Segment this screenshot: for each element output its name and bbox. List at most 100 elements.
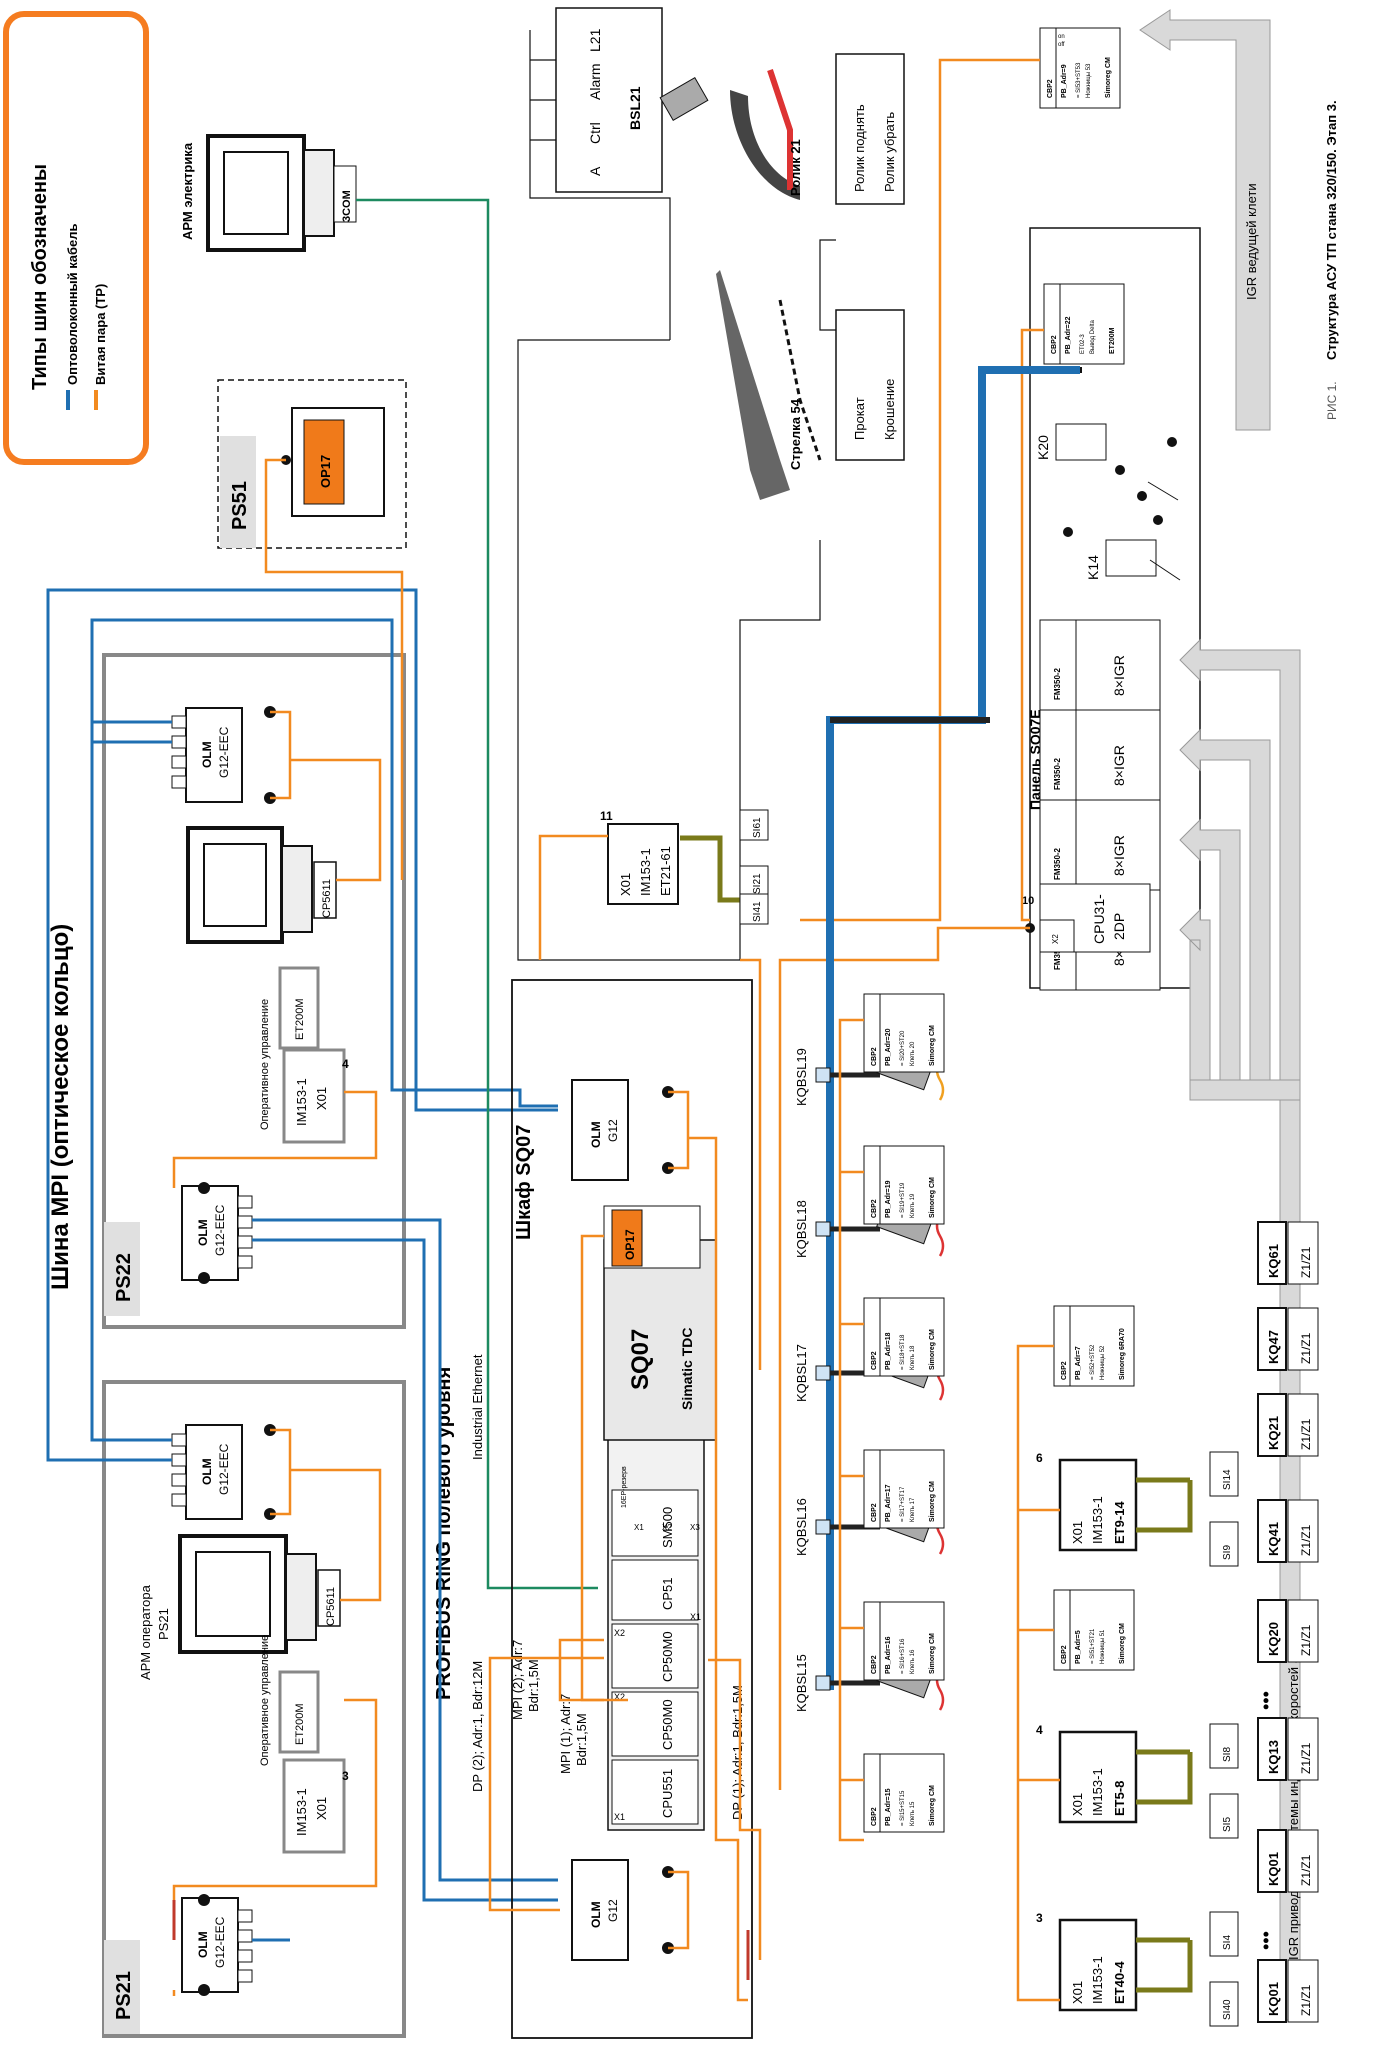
svg-text:Simoreg CM: Simoreg CM (1119, 1623, 1126, 1664)
svg-text:АРМ электрика: АРМ электрика (180, 142, 195, 240)
svg-text:CBP2: CBP2 (871, 1655, 878, 1674)
cbp-adr19: CBP2PB_Adr=19= SI19+ST19Клеть 19Simoreg … (864, 1146, 944, 1224)
svg-text:PB_Adr=9: PB_Adr=9 (1061, 64, 1068, 98)
cp5611-ps21: CP5611 (325, 1587, 337, 1626)
ps21-station: PS21 АРМ оператора PS21 CP5611 Оперативн… (104, 1382, 404, 2036)
svg-text:X01: X01 (1070, 1521, 1085, 1544)
svg-text:Ролик убрать: Ролик убрать (882, 112, 897, 192)
svg-text:Simoreg CM: Simoreg CM (929, 1329, 936, 1370)
kqbsl-18: KQBSL18 (794, 1200, 830, 1258)
kq01-a: KQ01Z1/Z1 (1258, 1830, 1318, 1892)
svg-text:K20: K20 (1035, 435, 1051, 460)
rolik21-block: Ролик 21 Ролик поднять Ролик убрать (730, 54, 904, 204)
im-et9-14: 6X01IM153-1ET9-14SI14SI9 (1036, 1451, 1238, 1566)
svg-text:KQBSL16: KQBSL16 (794, 1498, 809, 1556)
svg-text:KQBSL19: KQBSL19 (794, 1048, 809, 1106)
svg-text:IM153-1: IM153-1 (638, 848, 653, 896)
et200m-ps21: ET200M (294, 1703, 306, 1745)
svg-text:L21: L21 (587, 28, 603, 52)
kqbsl-16: KQBSL16 (794, 1498, 830, 1556)
svg-text:OLM: OLM (589, 1901, 603, 1928)
svg-text:OLM: OLM (589, 1121, 603, 1148)
legend-twisted: Витая пара (ТР) (93, 284, 108, 385)
svg-text:G12-EEC: G12-EEC (217, 1443, 231, 1495)
cbp-adr20: CBP2PB_Adr=20= SI20+ST20Клеть 20Simoreg … (864, 994, 944, 1072)
svg-text:SI5: SI5 (1222, 1817, 1233, 1832)
simatic-label: Simatic TDC (679, 1328, 695, 1410)
svg-text:OLM: OLM (196, 1219, 210, 1246)
svg-text:Simoreg CM: Simoreg CM (1105, 57, 1112, 98)
operator-pc (286, 1554, 316, 1640)
svg-text:X1: X1 (634, 1523, 644, 1532)
svg-text:PB_Adr=17: PB_Adr=17 (885, 1484, 892, 1522)
svg-text:IM153-1: IM153-1 (1090, 1956, 1105, 2004)
svg-text:PB_Adr=19: PB_Adr=19 (885, 1180, 892, 1218)
svg-text:Z1/Z1: Z1/Z1 (1299, 1524, 1313, 1556)
svg-text:KQ41: KQ41 (1266, 1522, 1281, 1556)
svg-text:on: on (1058, 34, 1065, 40)
svg-text:X3: X3 (690, 1523, 700, 1532)
svg-text:8×IGR: 8×IGR (1111, 745, 1127, 786)
svg-text:Ctrl: Ctrl (587, 122, 603, 144)
arm-operator-ps: PS21 (156, 1608, 171, 1640)
svg-text:4: 4 (342, 1057, 349, 1071)
olm-ps21: OLM G12-EEC (182, 1894, 238, 1996)
dp1-label: DP (1); Adr:1, Bdr:1,5M (730, 1685, 745, 1820)
svg-text:6: 6 (1036, 1451, 1043, 1465)
module-cp50m0-b: CP50M0 (660, 1631, 675, 1682)
legend: Типы шин обозначены Оптоволоконный кабел… (6, 14, 146, 462)
svg-text:SI21: SI21 (752, 873, 763, 894)
module-cpu551: CPU551 (660, 1769, 675, 1818)
legend-title: Типы шин обозначены (29, 164, 51, 390)
svg-text:G12-EEC: G12-EEC (217, 726, 231, 778)
svg-text:SI40: SI40 (1222, 1999, 1233, 2020)
svg-text:FM350-2: FM350-2 (1053, 757, 1062, 790)
svg-text:KQ01: KQ01 (1266, 1852, 1281, 1886)
svg-text:11: 11 (600, 809, 613, 823)
svg-text:PB_Adr=18: PB_Adr=18 (885, 1332, 892, 1370)
svg-text:Ножницы 51: Ножницы 51 (1100, 1629, 1106, 1664)
svg-text:Клеть 20: Клеть 20 (910, 1041, 916, 1066)
svg-text:X01: X01 (314, 1087, 329, 1110)
ps22-label: PS22 (113, 1253, 135, 1302)
svg-text:Simoreg CM: Simoreg CM (929, 1633, 936, 1674)
svg-text:Стрелка 54: Стрелка 54 (788, 398, 803, 470)
igr-bus-label: IGR приводов подсистемы индикации скорос… (1286, 1621, 1301, 1960)
svg-text:Alarm: Alarm (587, 63, 603, 100)
oper-upr-ps21: Оперативное управление (259, 1635, 271, 1766)
svg-text:Z1/Z1: Z1/Z1 (1299, 1742, 1313, 1774)
cp5611-ps22: CP5611 (321, 879, 333, 918)
svg-text:= SI19+ST19: = SI19+ST19 (900, 1182, 906, 1218)
svg-text:Клеть 19: Клеть 19 (910, 1193, 916, 1218)
svg-text:PB_Adr=7: PB_Adr=7 (1075, 1346, 1082, 1380)
svg-text:Z1/Z1: Z1/Z1 (1299, 1246, 1313, 1278)
olm-ps22-upper: OLM G12-EEC (186, 706, 276, 804)
cbp-adr18: CBP2PB_Adr=18= SI18+ST18Клеть 18Simoreg … (864, 1298, 944, 1376)
svg-text:Simoreg CM: Simoreg CM (929, 1785, 936, 1826)
svg-text:Z1/Z1: Z1/Z1 (1299, 1984, 1313, 2016)
svg-text:ET40-4: ET40-4 (1112, 1961, 1127, 2004)
svg-text:CBP2: CBP2 (871, 1199, 878, 1218)
profibus-title: PROFIBUS RING полевого уровня (433, 1367, 455, 1700)
svg-text:SI41: SI41 (752, 901, 763, 922)
svg-text:K14: K14 (1085, 555, 1101, 580)
svg-text:X1: X1 (690, 1612, 701, 1622)
svg-text:ET200M: ET200M (1109, 327, 1116, 354)
svg-text:CBP2: CBP2 (1061, 1645, 1068, 1664)
ps22-station: PS22 CP5611 Оперативное управление ET200… (104, 655, 404, 1327)
svg-text:Клеть 17: Клеть 17 (910, 1497, 916, 1522)
svg-text:KQ13: KQ13 (1266, 1740, 1281, 1774)
im-et5-8: 4X01IM153-1ET5-8SI8SI5 (1036, 1723, 1238, 1838)
svg-text:FM350-2: FM350-2 (1053, 847, 1062, 880)
svg-text:SI9: SI9 (1222, 1545, 1233, 1560)
svg-text:X01: X01 (1070, 1793, 1085, 1816)
svg-text:Ролик 21: Ролик 21 (788, 139, 803, 196)
svg-text:X01: X01 (1070, 1981, 1085, 2004)
